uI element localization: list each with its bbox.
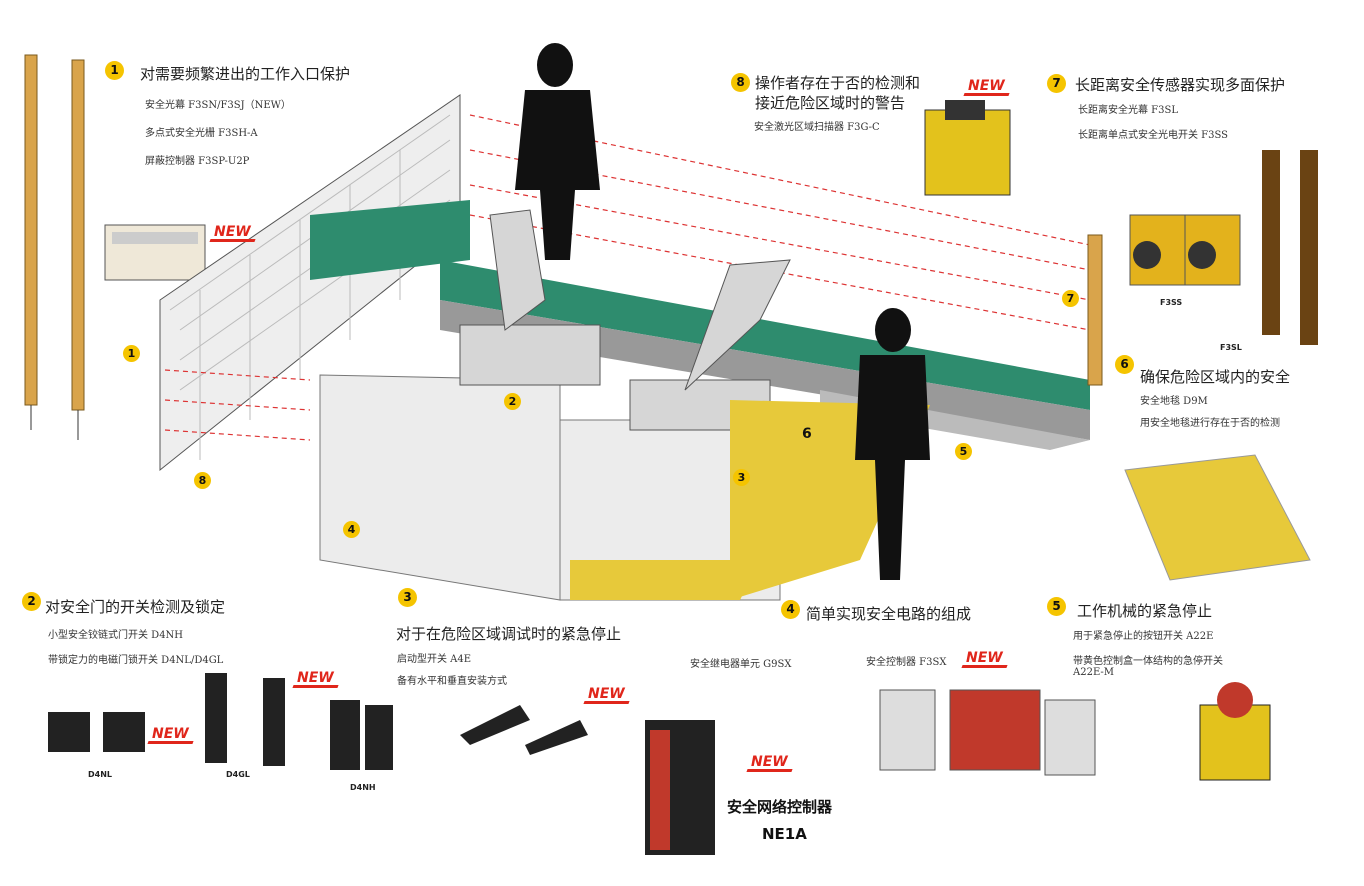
section-6-line: 安全地毯 D9M (1140, 396, 1208, 407)
section-4-badge: 4 (781, 600, 800, 619)
scene-marker-8: 8 (194, 472, 211, 489)
section-3-badge: 3 (398, 588, 417, 607)
section-2-line: 带锁定力的电磁门锁开关 D4NL/D4GL (48, 655, 224, 666)
safety-mat-image (1124, 454, 1311, 581)
section-7-title: 长距离安全传感器实现多面保护 (1075, 76, 1286, 94)
section-2-title: 对安全门的开关检测及锁定 (45, 598, 226, 616)
safety-controller-image (645, 720, 715, 855)
section-1-line: 屏蔽控制器 F3SP-U2P (145, 156, 250, 167)
section-1-title: 对需要频繁进出的工作入口保护 (140, 65, 351, 83)
section-7-line: 长距离安全光幕 F3SL (1078, 105, 1178, 116)
section-4-title: 简单实现安全电路的组成 (806, 605, 972, 623)
door-switch-images (48, 673, 393, 770)
section-2-line: 小型安全铰链式门开关 D4NH (48, 630, 184, 641)
enabling-switch-images (460, 705, 588, 755)
section-5-line: 用于紧急停止的按钮开关 A22E (1073, 631, 1214, 642)
laser-scanner-image (924, 100, 1011, 196)
f3sl-label: F3SL (1220, 343, 1242, 352)
new-badge: NEW (152, 726, 189, 742)
section-4-line: 安全继电器单元 G9SX (690, 659, 792, 670)
section-3-line: 备有水平和垂直安装方式 (397, 676, 507, 687)
scene-marker-5: 5 (955, 443, 972, 460)
section-7-line: 长距离单点式安全光电开关 F3SS (1078, 130, 1229, 141)
section-1-badge: 1 (105, 61, 124, 80)
d4gl-label: D4GL (226, 770, 250, 779)
section-3-line: 启动型开关 A4E (397, 654, 472, 665)
section-5-line: A22E-M (1073, 667, 1115, 678)
new-badge: NEW (588, 686, 625, 702)
section-1-line: 安全光幕 F3SN/F3SJ（NEW） (145, 100, 291, 111)
section-6-title: 确保危险区域内的安全 (1140, 368, 1291, 386)
new-badge: NEW (968, 78, 1005, 94)
new-badge: NEW (751, 754, 788, 770)
scene-marker-6: 6 (802, 426, 812, 442)
light-curtain-product-image (24, 54, 85, 440)
d4nl-label: D4NL (88, 770, 112, 779)
section-7-badge: 7 (1047, 74, 1066, 93)
f3ss-image (1129, 214, 1241, 286)
scene-marker-4: 4 (343, 521, 360, 538)
section-8-line: 安全激光区域扫描器 F3G-C (754, 122, 880, 133)
network-controller-model: NE1A (762, 825, 807, 843)
scene-marker-1: 1 (123, 345, 140, 362)
section-8-title: 操作者存在于否的检测和 (755, 74, 921, 92)
f3sl-image (1087, 150, 1318, 386)
d4nh-label: D4NH (350, 783, 376, 792)
emergency-stop-image (1199, 682, 1271, 781)
section-6-line: 用安全地毯进行存在于否的检测 (1140, 418, 1280, 429)
operator-silhouette (515, 43, 930, 580)
section-8-title-line2: 接近危险区域时的警告 (755, 94, 906, 112)
safety-relay-images (879, 689, 1096, 776)
scene-marker-3: 3 (733, 469, 750, 486)
section-2-badge: 2 (22, 592, 41, 611)
network-controller-title: 安全网络控制器 (727, 798, 833, 816)
f3ss-label: F3SS (1160, 298, 1183, 307)
section-3-title: 对于在危险区域调试时的紧急停止 (396, 625, 622, 643)
safety-fence (159, 94, 781, 601)
new-badge: NEW (297, 670, 334, 686)
section-5-title: 工作机械的紧急停止 (1077, 602, 1213, 620)
scene-marker-2: 2 (504, 393, 521, 410)
section-5-line: 带黄色控制盒一体结构的急停开关 (1073, 656, 1223, 667)
new-badge: NEW (966, 650, 1003, 666)
scene-marker-7: 7 (1062, 290, 1079, 307)
section-8-badge: 8 (731, 73, 750, 92)
section-6-badge: 6 (1115, 355, 1134, 374)
muting-controller-image (104, 224, 206, 281)
section-5-badge: 5 (1047, 597, 1066, 616)
section-1-line: 多点式安全光栅 F3SH-A (145, 128, 258, 139)
new-badge: NEW (214, 224, 251, 240)
section-4-line: 安全控制器 F3SX (866, 657, 947, 668)
